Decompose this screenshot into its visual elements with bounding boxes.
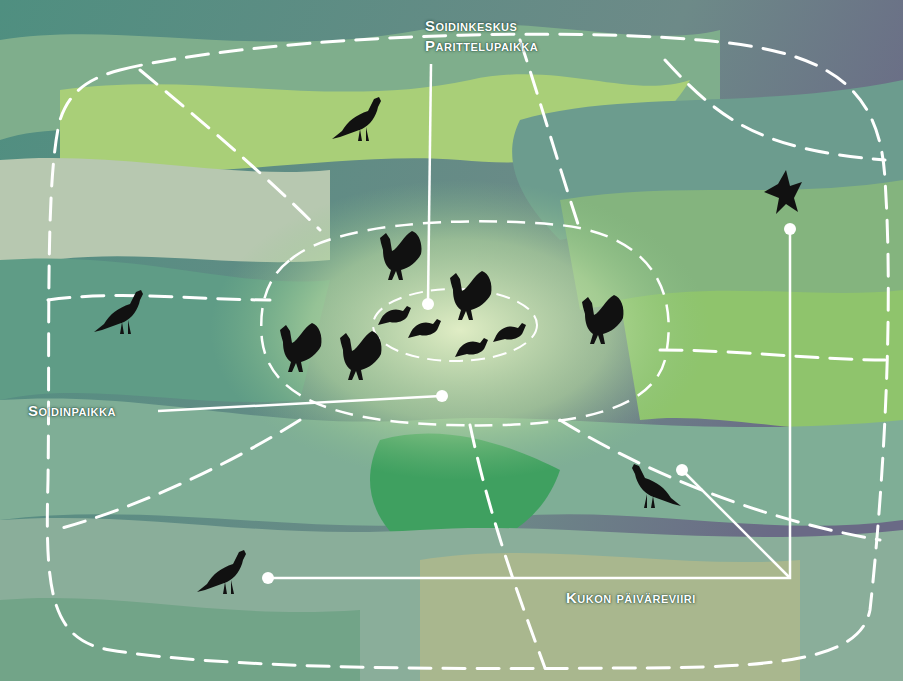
label-wrap: Soidinpaikka: [28, 401, 116, 421]
capercaillie-birds: [94, 97, 802, 594]
lek-area-outline: [261, 221, 668, 425]
leader-dots: [262, 223, 796, 584]
label-wrap: Soidinkeskus Parittelupaikka: [425, 16, 615, 57]
region-label: Soidinpaikka: [28, 401, 116, 421]
territory-outline: [47, 34, 888, 669]
leader-lines: [158, 64, 790, 578]
region-label: Kukon päiväreviiri: [566, 588, 696, 608]
label-wrap: Kukon päiväreviiri: [566, 588, 696, 608]
region-label: Soidinkeskus Parittelupaikka: [425, 16, 615, 57]
